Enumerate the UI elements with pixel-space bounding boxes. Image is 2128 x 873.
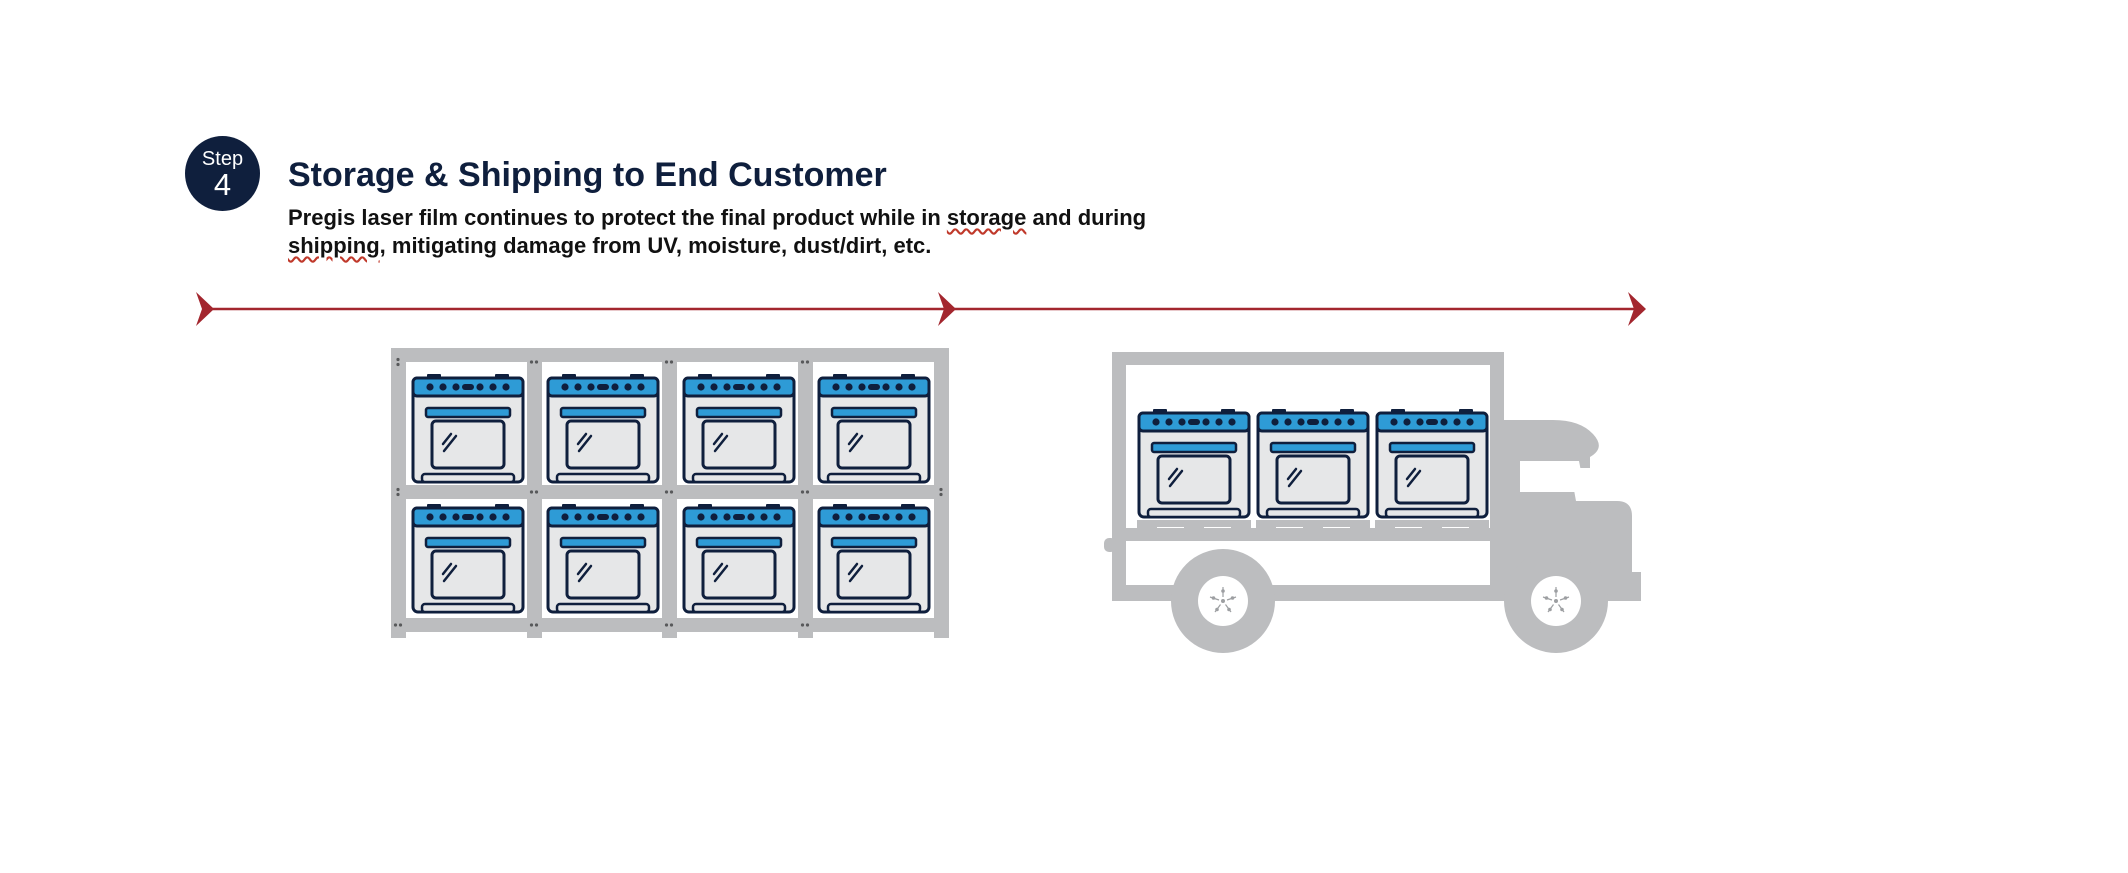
- oven-icon: [682, 502, 796, 614]
- timeline-arrow-icon: [196, 292, 1646, 326]
- oven-icon: [682, 372, 796, 484]
- description-text-3: , mitigating damage from UV, moisture, d…: [379, 233, 932, 258]
- oven-icon: [546, 502, 660, 614]
- page-title: Storage & Shipping to End Customer: [288, 156, 887, 194]
- oven-icon: [546, 372, 660, 484]
- oven-icon: [1256, 407, 1370, 519]
- description-text-1: Pregis laser film continues to protect t…: [288, 205, 947, 230]
- oven-icon: [817, 372, 931, 484]
- oven-icon: [1137, 407, 1251, 519]
- step-badge: Step 4: [185, 136, 260, 211]
- pallet-icon: [1256, 520, 1370, 539]
- storage-word: storage: [946, 205, 1027, 230]
- storage-rack-icon: [391, 348, 949, 638]
- step-description: Pregis laser film continues to protect t…: [288, 204, 1188, 260]
- oven-icon: [411, 502, 525, 614]
- shipping-word: shipping: [288, 233, 380, 258]
- oven-icon: [1375, 407, 1489, 519]
- pallet-icon: [1137, 520, 1251, 539]
- step-number: 4: [213, 167, 232, 202]
- pallet-icon: [1375, 520, 1489, 539]
- oven-icon: [817, 502, 931, 614]
- oven-icon: [411, 372, 525, 484]
- description-text-2: and during: [1026, 205, 1147, 230]
- truck-cargo: [1137, 407, 1489, 539]
- step-label: Step: [201, 148, 244, 170]
